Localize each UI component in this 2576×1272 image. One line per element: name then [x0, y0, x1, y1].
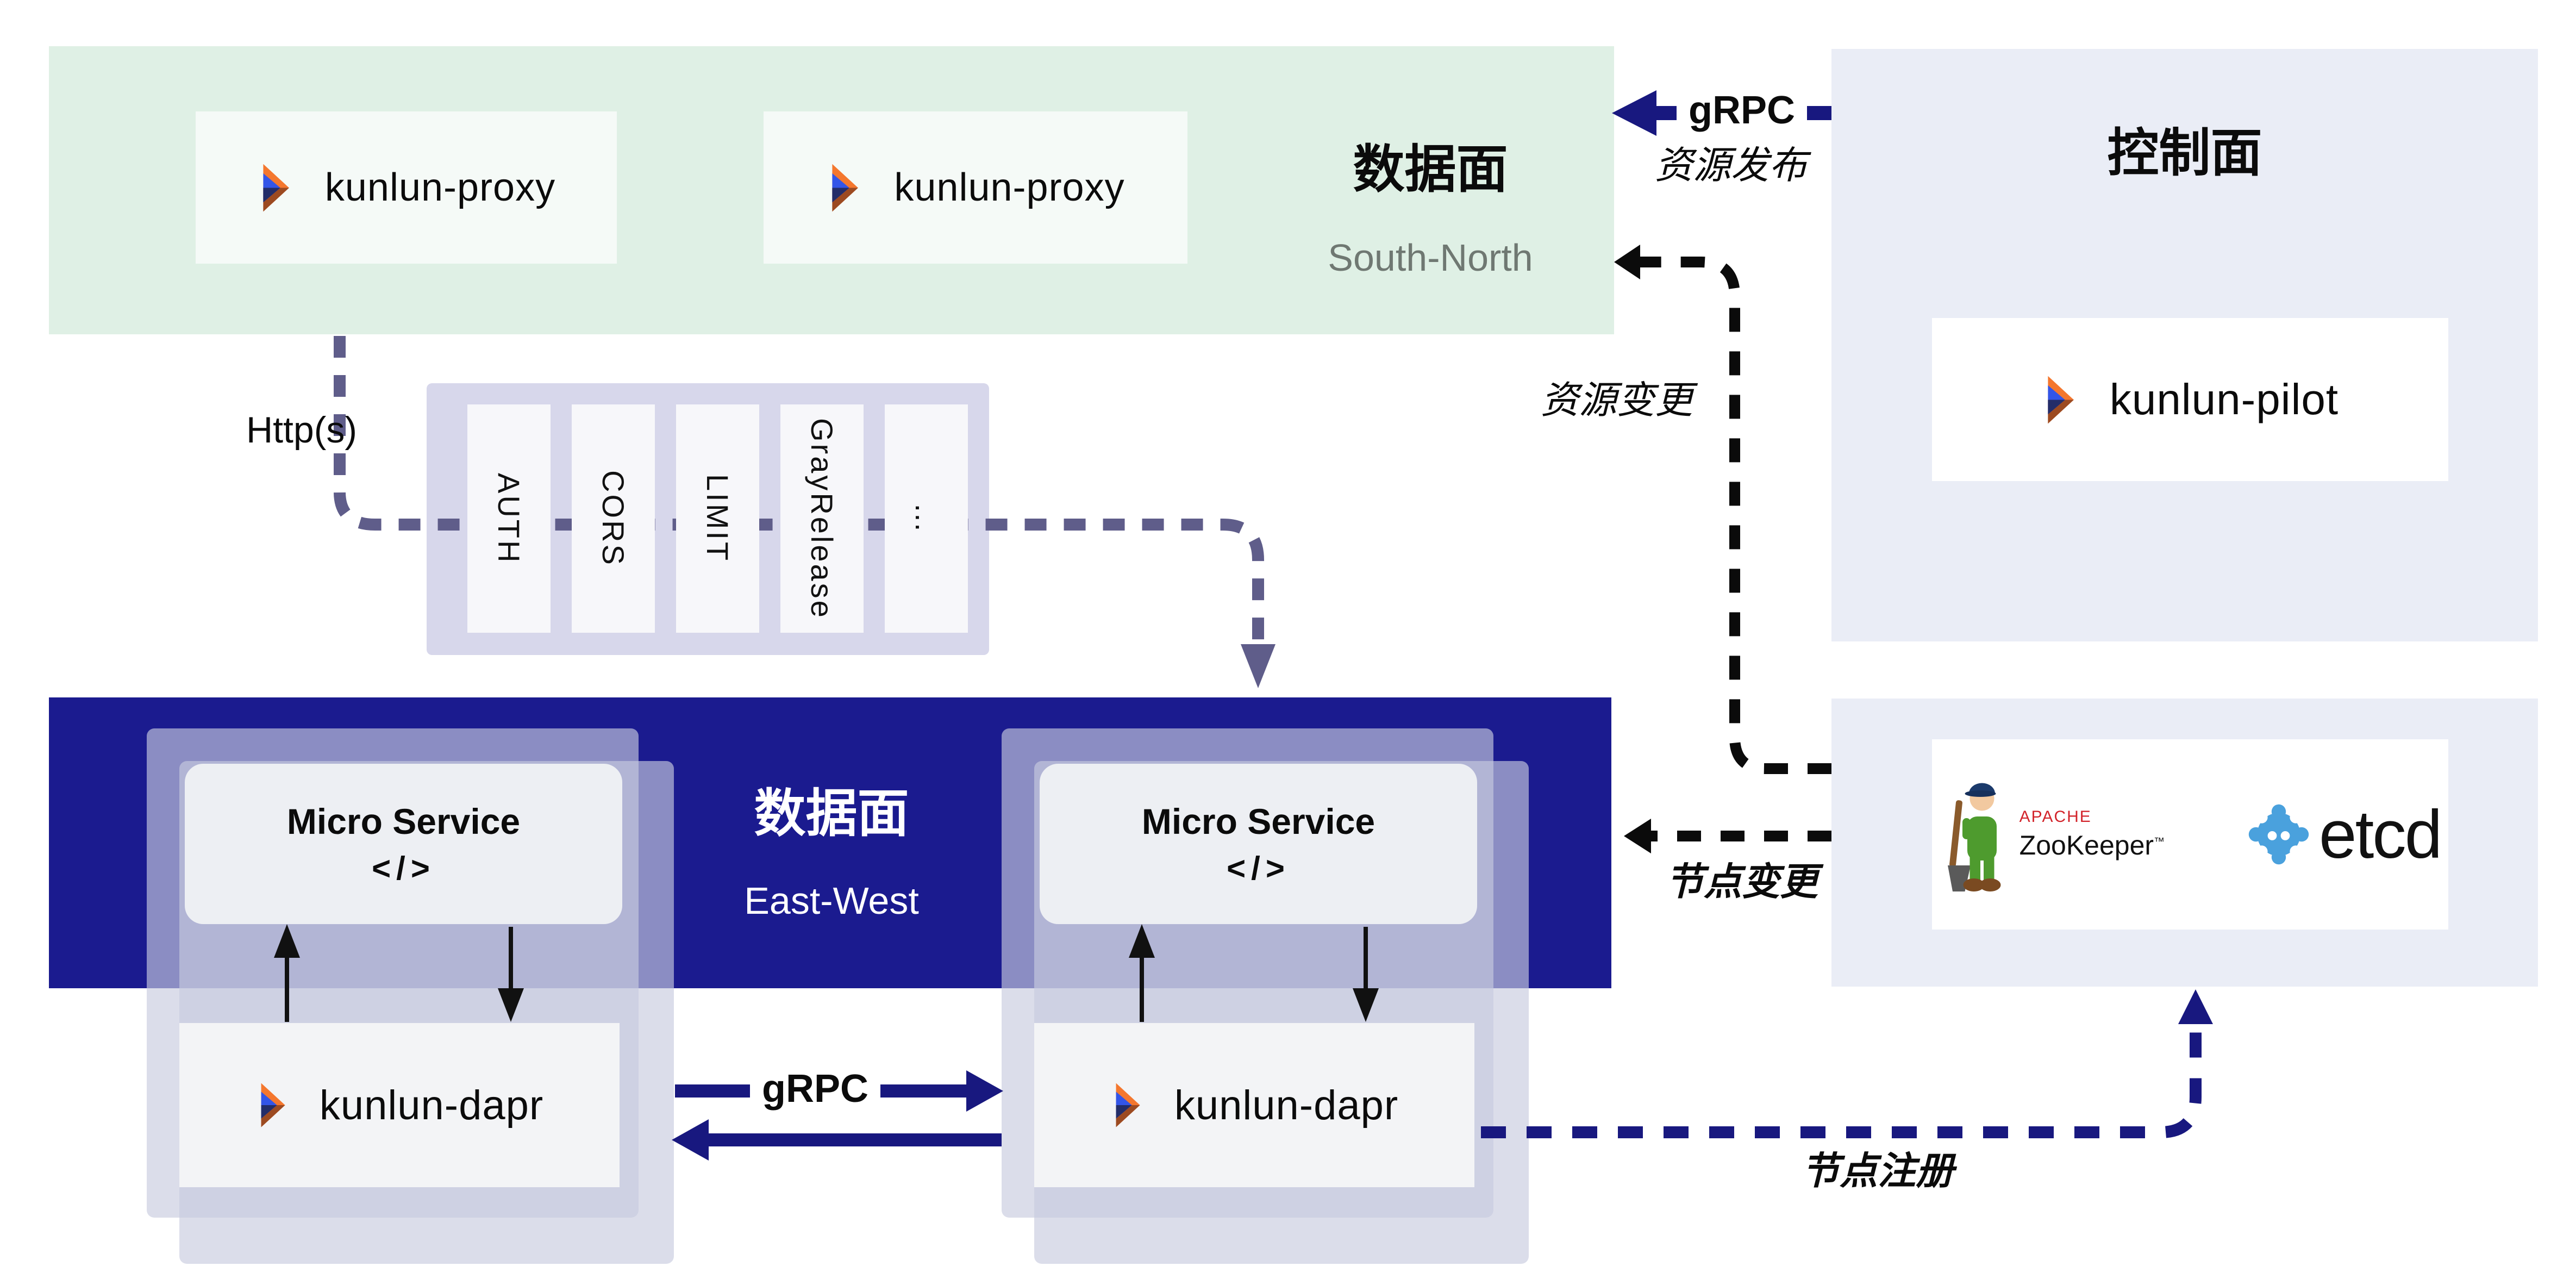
kunlun-logo-icon [832, 164, 859, 211]
micro-service-label: Micro Service [1141, 801, 1375, 841]
kunlun-dapr-node-2: kunlun-dapr [1034, 1023, 1474, 1187]
kunlun-proxy-node-1: kunlun-proxy [196, 111, 617, 264]
kunlun-logo-icon [261, 1083, 285, 1127]
kunlun-logo-icon [263, 164, 289, 211]
node-label: kunlun-proxy [894, 166, 1125, 209]
node-register-dashed-arrow [1481, 989, 2213, 1138]
trademark: ™ [2154, 835, 2165, 848]
apache-label: APACHE [2019, 808, 2092, 826]
south-north-title-block: 数据面 South-North [1328, 128, 1533, 279]
micro-service-node-1: Micro Service </> [185, 764, 622, 924]
code-glyph: </> [1227, 850, 1290, 887]
micro-service-label: Micro Service [286, 801, 521, 841]
filter-slat-auth: AUTH [467, 404, 551, 633]
etcd-logo-icon [2248, 804, 2309, 865]
kunlun-dapr-node-1: kunlun-dapr [179, 1023, 620, 1187]
node-register-label: 节点注册 [1802, 1150, 1954, 1192]
filter-slat-limit: LIMIT [676, 404, 759, 633]
micro-service-node-2: Micro Service </> [1040, 764, 1477, 924]
resource-change-dashed-arrow [1614, 245, 1831, 774]
node-label: kunlun-dapr [1174, 1082, 1399, 1128]
etcd-label: etcd [2319, 796, 2442, 872]
kunlun-logo-icon [1116, 1083, 1140, 1127]
east-west-title-block: 数据面 East-West [744, 772, 919, 922]
resource-publish-label: 资源发布 [1655, 144, 1807, 186]
data-plane-title: 数据面 [1353, 141, 1508, 198]
node-change-dashed-arrow [1624, 819, 1831, 853]
grpc-dapr-left-arrow [672, 1119, 1002, 1161]
filter-slat-grayrelease: GrayRelease [780, 404, 864, 633]
code-glyph: </> [372, 850, 435, 887]
grpc-dapr-label: gRPC [750, 1067, 880, 1111]
node-label: kunlun-proxy [324, 166, 556, 209]
east-west-subtitle: East-West [744, 880, 919, 922]
zookeeper-label: ZooKeeper™ [2019, 830, 2165, 861]
kunlun-pilot-node: kunlun-pilot [1932, 318, 2448, 481]
south-north-subtitle: South-North [1328, 236, 1533, 279]
zookeeper-wordmark: APACHE ZooKeeper™ [2019, 808, 2165, 861]
http-label: Http(s) [246, 409, 357, 451]
node-label: kunlun-pilot [2109, 375, 2339, 423]
control-plane-title-block: 控制面 [2107, 111, 2262, 186]
data-plane-title: 数据面 [754, 785, 909, 843]
registry-node: APACHE ZooKeeper™ etcd [1932, 739, 2448, 930]
filter-slat-more: … [885, 404, 968, 633]
filter-slat-cors: CORS [572, 404, 655, 633]
kunlun-proxy-node-2: kunlun-proxy [764, 111, 1187, 264]
kunlun-logo-icon [2048, 376, 2074, 423]
node-change-label: 节点变更 [1666, 861, 1818, 903]
control-plane-title: 控制面 [2107, 124, 2262, 182]
grpc-publish-label: gRPC [1677, 88, 1807, 133]
node-label: kunlun-dapr [319, 1082, 544, 1128]
zookeeper-logo-icon [1947, 783, 2001, 891]
resource-change-label: 资源变更 [1541, 379, 1693, 421]
